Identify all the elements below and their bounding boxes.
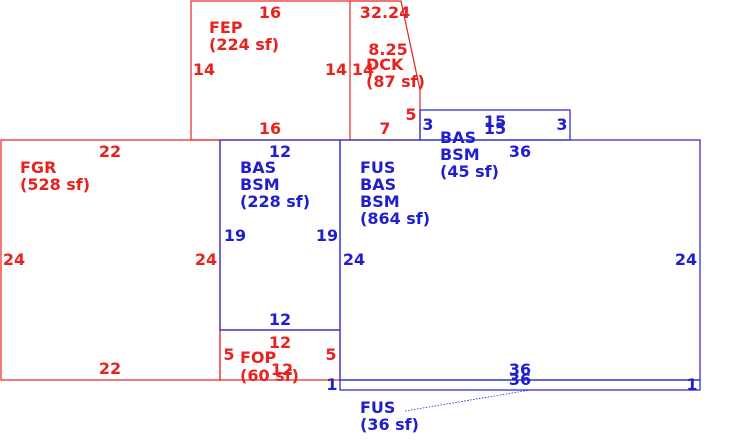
bas-small-label-1: BAS [440,128,476,147]
bas-mid-area: (228 sf) [240,192,310,211]
fus-dim-top: 36 [509,142,531,161]
fop-area: (60 sf) [240,366,299,385]
fus-label-1: FUS [360,158,395,177]
dck-area: (87 sf) [366,72,425,91]
fep-area: (224 sf) [209,35,279,54]
fus-dim-right: 24 [675,250,697,269]
bas-mid-dim-top: 12 [269,142,291,161]
bas-small-area: (45 sf) [440,162,499,181]
dck-name: DCK [366,55,404,74]
fgr-name: FGR [20,158,56,177]
fep-name: FEP [209,18,243,37]
fep-dim-top: 16 [259,3,281,22]
fus-area: (864 sf) [360,209,430,228]
strip-area: (36 sf) [360,415,419,434]
fep-dim-left: 14 [193,60,215,79]
fop-dim-top: 12 [269,333,291,352]
bas-mid-dim-left: 19 [224,226,246,245]
fus-strip-outline [339,379,701,391]
dck-dim-top: 32.24 [360,3,411,22]
dck-dim-diag: 8.25 [368,40,407,59]
fgr-area: (528 sf) [20,175,90,194]
fus-label-3: BSM [360,192,400,211]
dck-dim-bottom: 7 [379,119,390,138]
bas-mid-dim-right: 19 [316,226,338,245]
strip-dim-top: 36 [509,370,531,389]
fgr-dim-left: 24 [3,250,25,269]
dck-dim-right: 5 [405,105,416,124]
fus-dim-bottom: 36 [509,360,531,379]
bas-small-dim-right: 3 [556,115,567,134]
bas-small-dim-top: 15 [484,112,506,131]
fus-strip-leader [404,389,531,412]
bas-mid-label-2: BSM [240,175,280,194]
bas-mid-label-1: BAS [240,158,276,177]
blue-outlines [219,109,701,412]
bas-small-dim-left: 3 [422,115,433,134]
fep-dim-right: 14 [325,60,347,79]
fop-dim-right: 5 [325,345,336,364]
bas-mid-dim-bottom: 12 [269,310,291,329]
strip-dim-right: 1 [686,375,697,394]
fus-label-2: BAS [360,175,396,194]
fop-name: FOP [240,348,277,367]
strip-dim-left: 1 [326,375,337,394]
fgr-dim-top: 22 [99,142,121,161]
fep-dim-bottom: 16 [259,119,281,138]
strip-name: FUS [360,398,395,417]
fgr-dim-bottom: 22 [99,359,121,378]
dck-dim-left: 14 [352,60,374,79]
bas-small-dim-top2: 15 [484,119,506,138]
bas-small-label-2: BSM [440,145,480,164]
fop-dim-inner: 12 [271,360,293,379]
fop-dim-left: 5 [223,345,234,364]
fus-dim-left: 24 [343,250,365,269]
fgr-dim-right: 24 [195,250,217,269]
